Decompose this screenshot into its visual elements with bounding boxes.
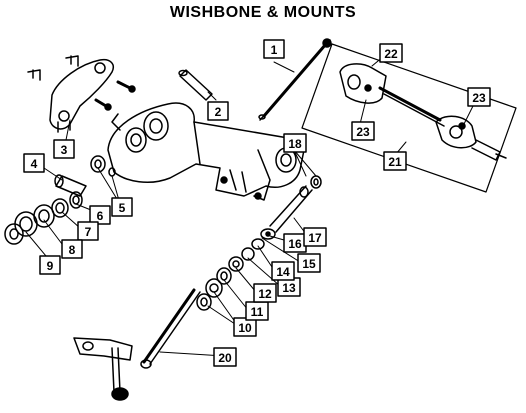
callout-21: 21	[383, 151, 407, 171]
callout-7-label: 7	[85, 225, 92, 239]
callout-4-label: 4	[31, 157, 38, 171]
callout-16: 16	[283, 233, 307, 253]
lower-washer-stack	[196, 228, 276, 311]
callout-17-label: 17	[308, 231, 322, 245]
callout-4: 4	[23, 153, 45, 173]
callout-10: 10	[233, 317, 257, 337]
callout-18-label: 18	[288, 137, 302, 151]
callout-14-label: 14	[276, 265, 290, 279]
long-bolt-part	[73, 288, 201, 401]
callout-23-left-label: 23	[356, 125, 370, 139]
callout-1: 1	[263, 39, 285, 59]
callout-3-label: 3	[61, 143, 68, 157]
callout-15: 15	[297, 253, 321, 273]
callout-18: 18	[283, 133, 307, 153]
callout-5: 5	[111, 197, 133, 217]
callout-5-label: 5	[119, 201, 126, 215]
callout-21-label: 21	[388, 155, 402, 169]
callout-16-label: 16	[288, 237, 302, 251]
callout-22-label: 22	[384, 47, 398, 61]
callout-1-label: 1	[271, 43, 278, 57]
callout-12: 12	[253, 283, 277, 303]
wishbone-frame	[107, 102, 305, 201]
pin-part	[178, 69, 213, 101]
callout-15-label: 15	[302, 257, 316, 271]
left-bushing-stack	[4, 155, 116, 245]
callout-23-left: 23	[351, 121, 375, 141]
callout-9: 9	[39, 255, 61, 275]
callout-6-label: 6	[97, 209, 104, 223]
callout-12-label: 12	[258, 287, 272, 301]
callout-17: 17	[303, 227, 327, 247]
rod-part	[258, 38, 332, 121]
callout-11-label: 11	[251, 305, 264, 319]
callout-2: 2	[207, 101, 229, 121]
callout-20-label: 20	[218, 351, 232, 365]
callout-9-label: 9	[47, 259, 54, 273]
linkage-assembly	[301, 43, 517, 193]
callout-13-label: 13	[282, 281, 296, 295]
callout-7: 7	[77, 221, 99, 241]
callout-23-right: 23	[467, 87, 491, 107]
right-pin-part	[269, 175, 322, 233]
callout-14: 14	[271, 261, 295, 281]
mount-clamp-part	[27, 55, 136, 133]
callout-23-right-label: 23	[472, 91, 486, 105]
callout-20: 20	[213, 347, 237, 367]
callout-8-label: 8	[69, 243, 76, 257]
callout-8: 8	[61, 239, 83, 259]
callout-6: 6	[89, 205, 111, 225]
callout-3: 3	[53, 139, 75, 159]
diagram-title: WISHBONE & MOUNTS	[169, 4, 357, 21]
callout-10-label: 10	[238, 321, 252, 335]
callout-11: 11	[245, 301, 269, 321]
callout-22: 22	[379, 43, 403, 63]
callout-13: 13	[277, 277, 301, 297]
callout-2-label: 2	[215, 105, 222, 119]
